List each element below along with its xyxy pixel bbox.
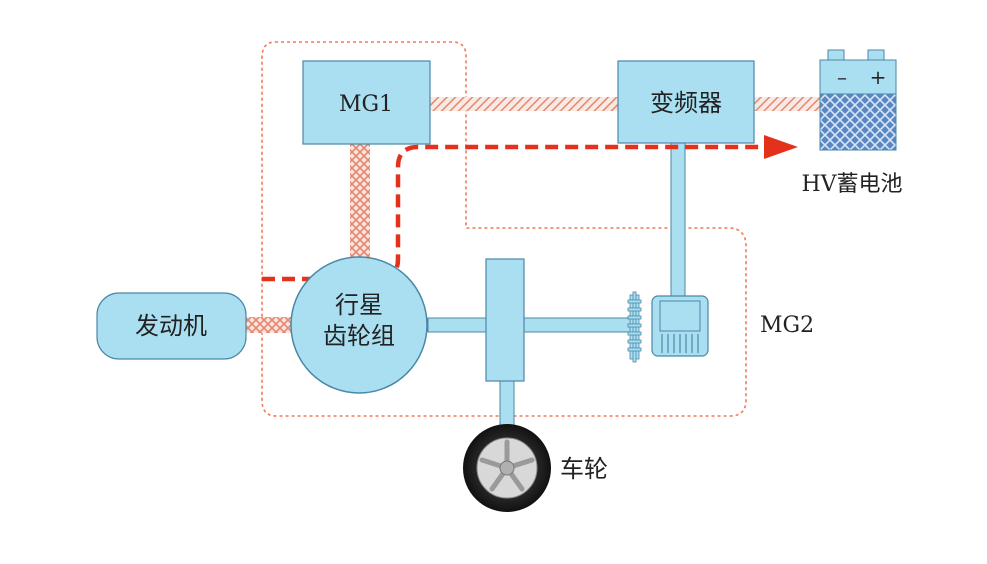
gearset-output-shaft (427, 317, 491, 333)
reduction-mg2-shaft (523, 317, 635, 333)
mg2-gear-teeth (627, 291, 642, 363)
inverter-box (617, 60, 755, 144)
battery-terminal-negative (827, 49, 845, 61)
mg1-box (302, 60, 431, 145)
battery-terminal-positive (867, 49, 885, 61)
battery-top (819, 59, 897, 95)
battery-minus-sign: – (837, 65, 847, 89)
energy-flow-arrowhead (764, 135, 798, 159)
wheel-icon (463, 424, 551, 512)
inverter-label: 变频器 (650, 89, 722, 117)
engine-label: 发动机 (135, 312, 207, 340)
mg1-label: MG1 (339, 92, 393, 117)
mg2-motor (651, 295, 709, 357)
mg1-region-outline (261, 41, 747, 417)
inverter-mg2-cable (670, 142, 686, 302)
planetary-label-line1: 行星 (335, 291, 383, 319)
mg1-inverter-cable (430, 97, 620, 111)
planetary-gearset (290, 256, 428, 394)
wheel-label: 车轮 (560, 455, 608, 483)
battery-label: HV蓄电池 (801, 172, 902, 197)
engine-box (96, 292, 247, 360)
hv-battery: – + (819, 49, 897, 151)
engine-gearset-shaft (246, 317, 292, 333)
mg1-gearset-shaft (350, 144, 370, 262)
battery-cells (819, 93, 897, 151)
inverter-battery-cable (754, 97, 822, 111)
mg2-label: MG2 (760, 313, 814, 338)
reduction-gear-block (485, 258, 525, 382)
battery-plus-sign: + (870, 65, 887, 89)
planetary-label-line2: 齿轮组 (323, 322, 395, 350)
